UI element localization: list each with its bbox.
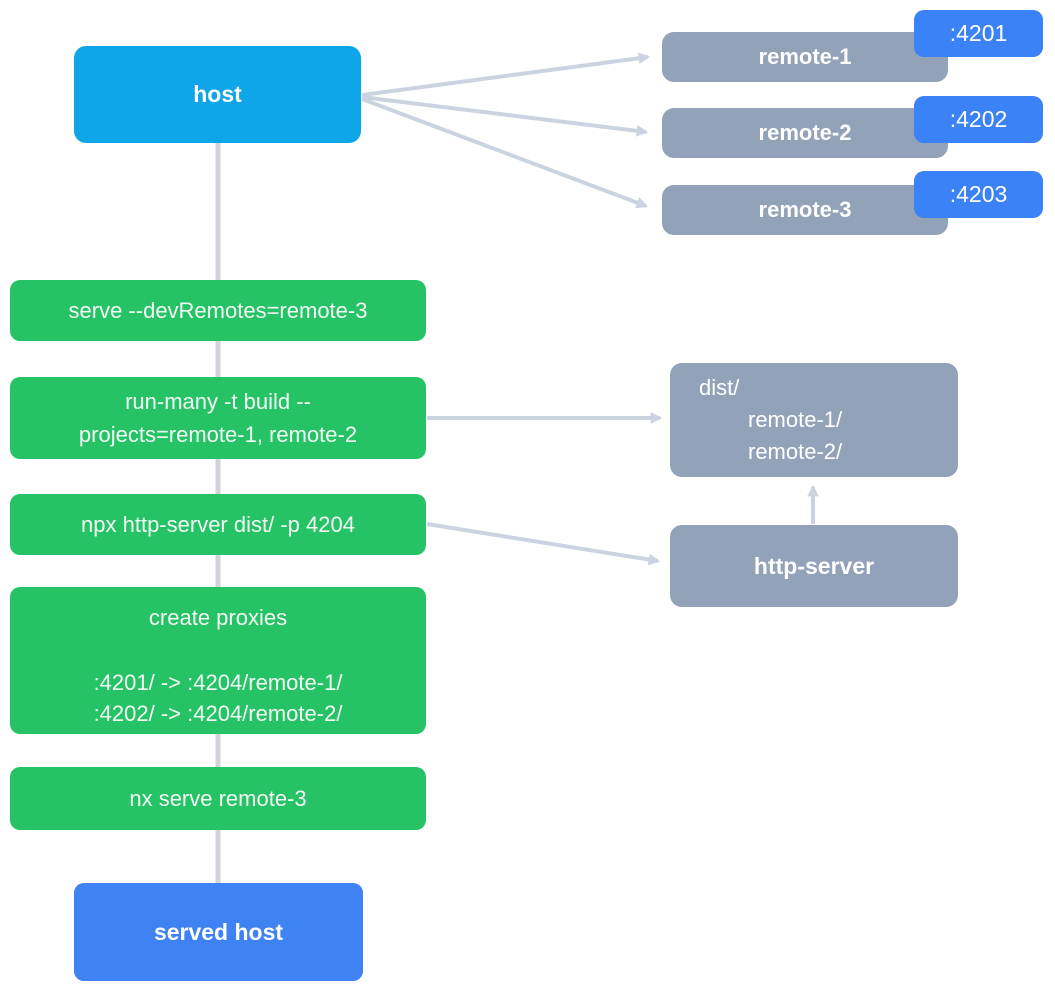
dist-entry-remote-1: remote-1/ (748, 407, 843, 432)
dist-folder-node: dist/ remote-1/ remote-2/ (670, 363, 958, 477)
step-serve-dev-remotes: serve --devRemotes=remote-3 (10, 280, 426, 341)
http-server-node: http-server (670, 525, 958, 607)
step-npx-http-server-command: npx http-server dist/ -p 4204 (81, 512, 355, 537)
create-proxies-title: create proxies (148, 605, 288, 630)
remote-node-2: remote-2 (662, 108, 948, 158)
arrow-host-to-remote-1 (361, 52, 651, 97)
port-4203-label: :4203 (949, 181, 1008, 207)
port-badge-4201: :4201 (914, 10, 1043, 57)
host-node: host (74, 46, 361, 143)
step-run-many-line-1: run-many -t build -- (125, 389, 311, 414)
remote-node-1: remote-1 (662, 32, 948, 82)
port-badge-4202: :4202 (914, 96, 1043, 143)
step-nx-serve-remote-3: nx serve remote-3 (10, 767, 426, 830)
arrow-npx-to-http-server (426, 522, 661, 566)
served-host-node: served host (74, 883, 363, 981)
dist-entry-remote-2: remote-2/ (748, 439, 843, 464)
proxy-rules: :4201/ -> :4204/remote-1/ :4202/ -> :420… (94, 667, 343, 729)
port-4201-label: :4201 (949, 20, 1008, 46)
served-host-label: served host (153, 918, 284, 945)
step-nx-serve-remote-3-command: nx serve remote-3 (129, 786, 307, 811)
arrow-host-to-remote-3 (361, 97, 649, 209)
remote-1-label: remote-1 (758, 44, 852, 69)
dist-root-label: dist/ (699, 375, 740, 400)
remote-3-label: remote-3 (758, 197, 852, 222)
step-serve-dev-remotes-command: serve --devRemotes=remote-3 (68, 298, 368, 323)
remote-2-label: remote-2 (758, 120, 852, 145)
proxy-rule-2: :4202/ -> :4204/remote-2/ (93, 701, 343, 726)
step-npx-http-server: npx http-server dist/ -p 4204 (10, 494, 426, 555)
host-label: host (193, 81, 242, 107)
step-create-proxies: create proxies :4201/ -> :4204/remote-1/… (10, 587, 426, 734)
arrow-host-to-remote-2 (361, 95, 649, 137)
remote-node-3: remote-3 (662, 185, 948, 235)
step-run-many-line-2: projects=remote-1, remote-2 (78, 422, 358, 447)
http-server-label: http-server (753, 552, 875, 579)
step-run-many-build: run-many -t build -- projects=remote-1, … (10, 377, 426, 459)
port-4202-label: :4202 (949, 106, 1008, 132)
port-badge-4203: :4203 (914, 171, 1043, 218)
proxy-rule-1: :4201/ -> :4204/remote-1/ (93, 670, 343, 695)
